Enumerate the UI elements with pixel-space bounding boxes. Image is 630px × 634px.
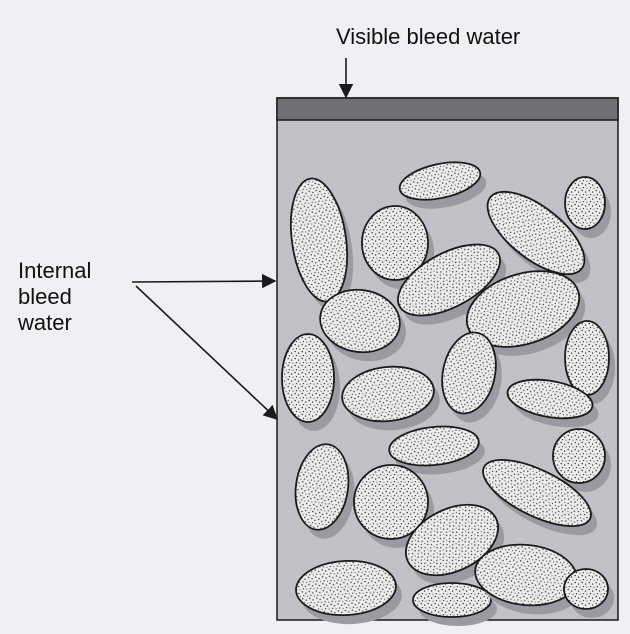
label-internal-line-1: Internal [18, 258, 138, 284]
arrow-internal-bleed-water-upper [132, 281, 275, 282]
label-visible-bleed-water: Visible bleed water [336, 24, 520, 50]
label-internal-line-3: water [18, 310, 138, 336]
arrow-internal-bleed-water-lower [136, 286, 277, 419]
aggregate-particle [565, 321, 609, 395]
label-internal-line-2: bleed [18, 284, 138, 310]
aggregate-particle [413, 583, 491, 617]
bleed-water-layer [277, 98, 618, 120]
label-internal-bleed-water: Internal bleed water [18, 258, 138, 336]
aggregate-particle [553, 429, 605, 483]
aggregate-particle [564, 569, 608, 609]
aggregate-particle [282, 334, 334, 422]
aggregate-particle [565, 177, 605, 229]
